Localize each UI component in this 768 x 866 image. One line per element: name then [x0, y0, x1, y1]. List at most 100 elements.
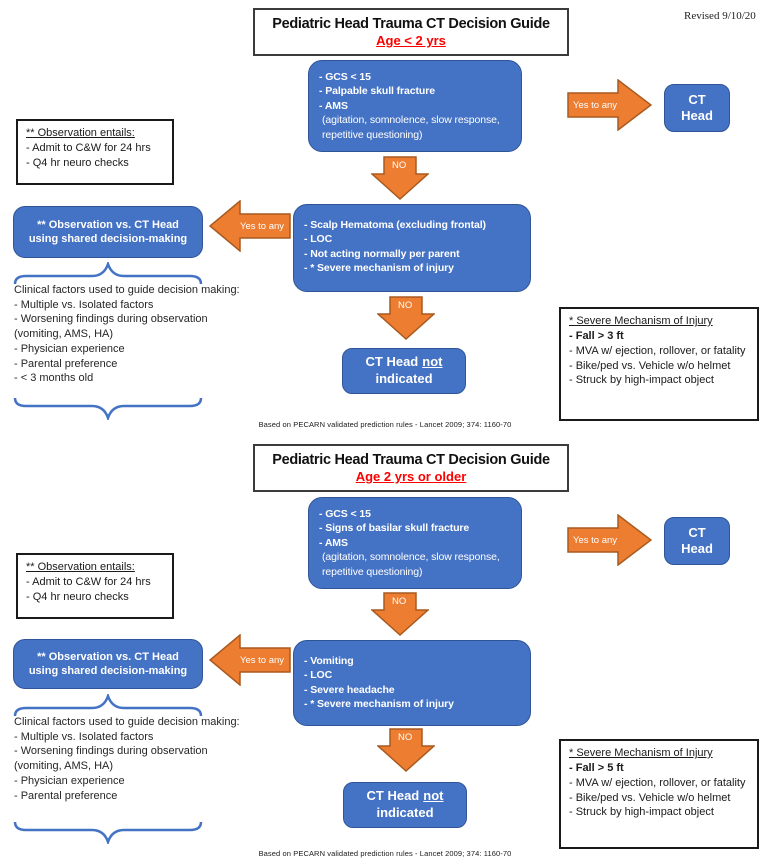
observation-decision-line1: ** Observation vs. CT Head	[37, 218, 179, 231]
title-box-under2: Pediatric Head Trauma CT Decision Guide …	[253, 8, 569, 56]
page-title: Pediatric Head Trauma CT Decision Guide	[272, 16, 550, 32]
ct-not-underlined: not	[423, 788, 444, 804]
criteria-line: - * Severe mechanism of injury	[304, 262, 454, 275]
ct-not-underlined: not	[422, 354, 443, 370]
yes-arrow-label: Yes to any	[573, 100, 618, 111]
severe-mechanism-box: * Severe Mechanism of Injury - Fall > 5 …	[559, 739, 759, 849]
criteria-line: - GCS < 15	[319, 508, 371, 520]
ct-head-line1: CT	[688, 524, 706, 540]
no-arrow-down-icon: NO	[377, 296, 435, 340]
ct-head-line1: CT	[688, 91, 706, 107]
curly-brace-top-icon	[12, 692, 204, 721]
ct-head-box: CT Head	[664, 84, 730, 132]
no-arrow-down-icon: NO	[377, 728, 435, 772]
curly-brace-bottom-icon	[12, 396, 204, 425]
observation-entails-item: - Q4 hr neuro checks	[26, 590, 129, 603]
severe-mechanism-item: - Bike/ped vs. Vehicle w/o helmet	[569, 791, 731, 804]
clinical-factors-list: Clinical factors used to guide decision …	[14, 715, 254, 803]
observation-entails-item: - Admit to C&W for 24 hrs	[26, 575, 151, 588]
intermediate-risk-criteria-box: - Scalp Hematoma (excluding frontal) - L…	[293, 204, 531, 292]
criteria-line: - LOC	[304, 233, 333, 246]
clinical-factor-item: - Worsening findings during observation …	[14, 313, 208, 341]
severe-mechanism-item: - Fall > 5 ft	[569, 761, 624, 774]
observation-entails-item: - Q4 hr neuro checks	[26, 156, 129, 169]
ct-not-pre: CT Head	[365, 354, 419, 370]
yes-arrow-right-icon: Yes to any	[567, 79, 652, 131]
yes-arrow-label: Yes to any	[240, 655, 285, 666]
yes-arrow-left-icon: Yes to any	[209, 200, 291, 252]
severe-mechanism-title: * Severe Mechanism of Injury	[569, 747, 713, 759]
yes-arrow-label: Yes to any	[240, 221, 285, 232]
criteria-line: - Scalp Hematoma (excluding frontal)	[304, 219, 486, 231]
criteria-note: (agitation, somnolence, slow response, r…	[322, 551, 500, 578]
observation-decision-line2: using shared decision-making	[28, 665, 188, 677]
ct-not-indicated-line2: indicated	[376, 805, 434, 820]
observation-decision-box: ** Observation vs. CT Head using shared …	[13, 206, 203, 258]
observation-decision-line2: using shared decision-making	[28, 233, 188, 245]
clinical-factors-list: Clinical factors used to guide decision …	[14, 283, 254, 386]
criteria-line: - Palpable skull fracture	[319, 85, 435, 98]
clinical-factor-item: - Multiple vs. Isolated factors	[14, 730, 154, 743]
age-subtitle: Age 2 yrs or older	[355, 469, 467, 484]
severe-mechanism-item: - MVA w/ ejection, rollover, or fatality	[569, 776, 746, 789]
criteria-line: - LOC	[304, 669, 333, 682]
clinical-factors-intro: Clinical factors used to guide decision …	[14, 716, 240, 728]
observation-entails-box: ** Observation entails: - Admit to C&W f…	[16, 119, 174, 185]
yes-arrow-label: Yes to any	[573, 535, 618, 546]
pecarn-footnote: Based on PECARN validated prediction rul…	[258, 849, 512, 858]
severe-mechanism-item: - Struck by high-impact object	[569, 374, 714, 387]
criteria-line: - AMS	[319, 99, 348, 112]
intermediate-risk-criteria-box: - Vomiting - LOC - Severe headache - * S…	[293, 640, 531, 726]
no-arrow-label: NO	[398, 300, 413, 311]
severe-mechanism-title: * Severe Mechanism of Injury	[569, 315, 713, 327]
ct-not-pre: CT Head	[366, 788, 420, 804]
high-risk-criteria-box: - GCS < 15 - Palpable skull fracture - A…	[308, 60, 522, 152]
criteria-note: (agitation, somnolence, slow response, r…	[322, 114, 500, 141]
ct-head-line2: Head	[681, 108, 713, 123]
clinical-factor-item: - Worsening findings during observation …	[14, 745, 208, 773]
title-box-over2: Pediatric Head Trauma CT Decision Guide …	[253, 444, 569, 492]
no-arrow-label: NO	[392, 160, 407, 171]
yes-arrow-left-icon: Yes to any	[209, 634, 291, 686]
revised-date-note: Revised 9/10/20	[684, 10, 756, 22]
curly-brace-top-icon	[12, 260, 204, 289]
severe-mechanism-item: - Bike/ped vs. Vehicle w/o helmet	[569, 359, 731, 372]
age-subtitle: Age < 2 yrs	[376, 33, 446, 48]
criteria-line: - Severe headache	[304, 683, 395, 696]
observation-entails-box: ** Observation entails: - Admit to C&W f…	[16, 553, 174, 619]
criteria-line: - Vomiting	[304, 655, 354, 667]
severe-mechanism-item: - MVA w/ ejection, rollover, or fatality	[569, 344, 746, 357]
criteria-line: - Not acting normally per parent	[304, 247, 460, 260]
observation-decision-box: ** Observation vs. CT Head using shared …	[13, 639, 203, 689]
no-arrow-down-icon: NO	[371, 156, 429, 200]
clinical-factor-item: - Multiple vs. Isolated factors	[14, 298, 154, 311]
clinical-factor-item: - Physician experience	[14, 774, 125, 787]
pecarn-footnote: Based on PECARN validated prediction rul…	[258, 420, 512, 429]
severe-mechanism-box: * Severe Mechanism of Injury - Fall > 3 …	[559, 307, 759, 421]
criteria-line: - AMS	[319, 536, 348, 549]
high-risk-criteria-box: - GCS < 15 - Signs of basilar skull frac…	[308, 497, 522, 589]
criteria-line: - Signs of basilar skull fracture	[319, 522, 470, 535]
severe-mechanism-item: - Fall > 3 ft	[569, 329, 624, 342]
clinical-factor-item: - Physician experience	[14, 342, 125, 355]
no-arrow-label: NO	[392, 596, 407, 607]
ct-not-indicated-line2: indicated	[375, 371, 433, 386]
clinical-factor-item: - < 3 months old	[14, 372, 94, 385]
severe-mechanism-item: - Struck by high-impact object	[569, 806, 714, 819]
ct-head-line2: Head	[681, 541, 713, 556]
observation-entails-item: - Admit to C&W for 24 hrs	[26, 141, 151, 154]
observation-decision-line1: ** Observation vs. CT Head	[37, 650, 179, 663]
criteria-line: - GCS < 15	[319, 71, 371, 83]
no-arrow-label: NO	[398, 732, 413, 743]
ct-head-box: CT Head	[664, 517, 730, 565]
criteria-line: - * Severe mechanism of injury	[304, 698, 454, 711]
observation-entails-title: ** Observation entails:	[26, 127, 135, 139]
clinical-factors-intro: Clinical factors used to guide decision …	[14, 284, 240, 296]
clinical-factor-item: - Parental preference	[14, 357, 118, 370]
no-arrow-down-icon: NO	[371, 592, 429, 636]
yes-arrow-right-icon: Yes to any	[567, 514, 652, 566]
